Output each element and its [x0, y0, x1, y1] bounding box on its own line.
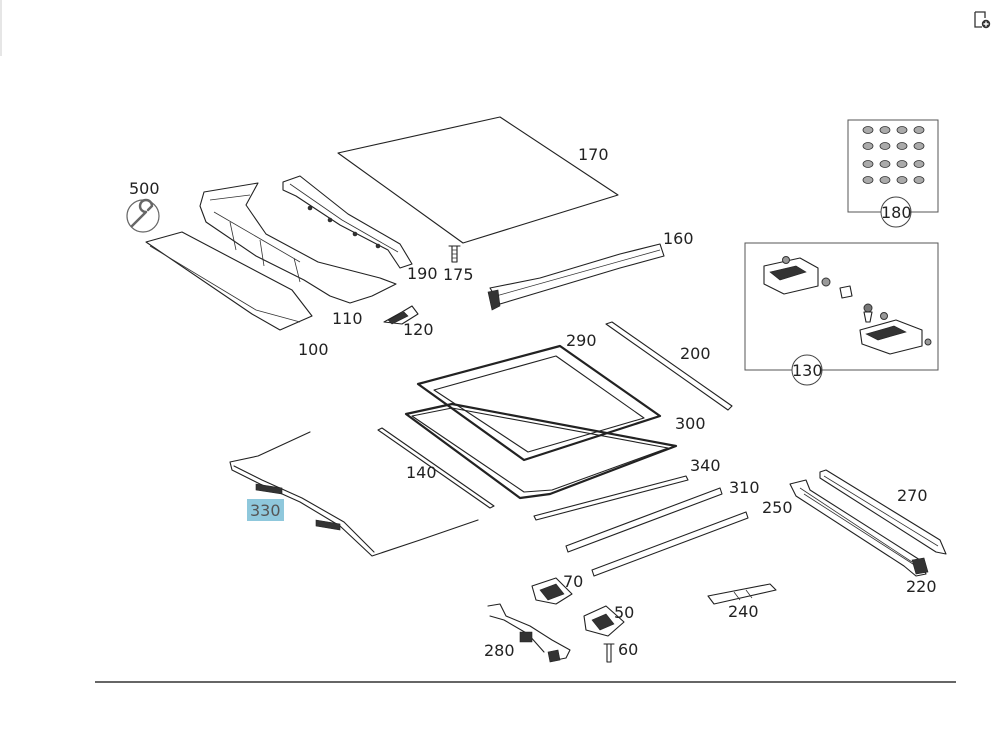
label-140[interactable]: 140	[406, 463, 437, 482]
part-220-cables[interactable]	[789, 479, 929, 577]
part-170-roof-panel[interactable]	[337, 116, 619, 244]
label-330[interactable]: 330	[250, 501, 281, 520]
label-250[interactable]: 250	[762, 498, 793, 517]
label-220[interactable]: 220	[906, 577, 937, 596]
part-120-clip[interactable]	[383, 305, 419, 325]
label-200[interactable]: 200	[680, 344, 711, 363]
part-250-strip[interactable]	[591, 511, 749, 577]
selected-part-highlight	[247, 499, 284, 521]
part-330-drain-hose[interactable]	[229, 431, 479, 557]
part-310-strip[interactable]	[565, 487, 723, 553]
label-310[interactable]: 310	[729, 478, 760, 497]
label-340[interactable]: 340	[690, 456, 721, 475]
label-100[interactable]: 100	[298, 340, 329, 359]
label-160[interactable]: 160	[663, 229, 694, 248]
label-110[interactable]: 110	[332, 309, 363, 328]
part-140-strip[interactable]	[377, 427, 495, 509]
part-200-strip[interactable]	[605, 321, 733, 411]
part-270-rail[interactable]	[819, 469, 947, 555]
label-60[interactable]: 60	[618, 640, 638, 659]
left-edge-divider	[0, 0, 2, 56]
label-175[interactable]: 175	[443, 265, 474, 284]
part-180-kit-box[interactable]	[847, 119, 939, 228]
label-300[interactable]: 300	[675, 414, 706, 433]
part-100-deflector[interactable]	[145, 231, 313, 331]
label-270[interactable]: 270	[897, 486, 928, 505]
label-50[interactable]: 50	[614, 603, 634, 622]
label-70[interactable]: 70	[563, 572, 583, 591]
part-70-motor[interactable]	[531, 577, 573, 605]
label-180[interactable]: 180	[881, 203, 912, 222]
part-300-seal[interactable]	[404, 402, 678, 500]
part-280-wiring[interactable]	[487, 603, 571, 663]
part-340-strip[interactable]	[533, 475, 689, 521]
part-110-front-frame[interactable]	[199, 182, 397, 304]
wrench-icon[interactable]	[126, 198, 160, 233]
part-175-screw[interactable]	[448, 245, 461, 263]
label-130[interactable]: 130	[792, 361, 823, 380]
label-170[interactable]: 170	[578, 145, 609, 164]
part-240-bracket[interactable]	[707, 583, 777, 605]
label-280[interactable]: 280	[484, 641, 515, 660]
part-190-frame[interactable]	[282, 175, 413, 269]
kit-130-items	[763, 256, 932, 355]
label-190[interactable]: 190	[407, 264, 438, 283]
part-130-kit-box[interactable]	[744, 242, 939, 386]
part-160-rail[interactable]	[487, 243, 665, 311]
kit-180-items	[862, 126, 925, 184]
label-290[interactable]: 290	[566, 331, 597, 350]
part-60-screw[interactable]	[603, 643, 615, 663]
label-120[interactable]: 120	[403, 320, 434, 339]
label-240[interactable]: 240	[728, 602, 759, 621]
note-add-icon[interactable]	[972, 10, 992, 30]
label-500[interactable]: 500	[129, 179, 160, 198]
part-50-motor[interactable]	[583, 605, 625, 637]
part-290-seal[interactable]	[416, 344, 662, 462]
